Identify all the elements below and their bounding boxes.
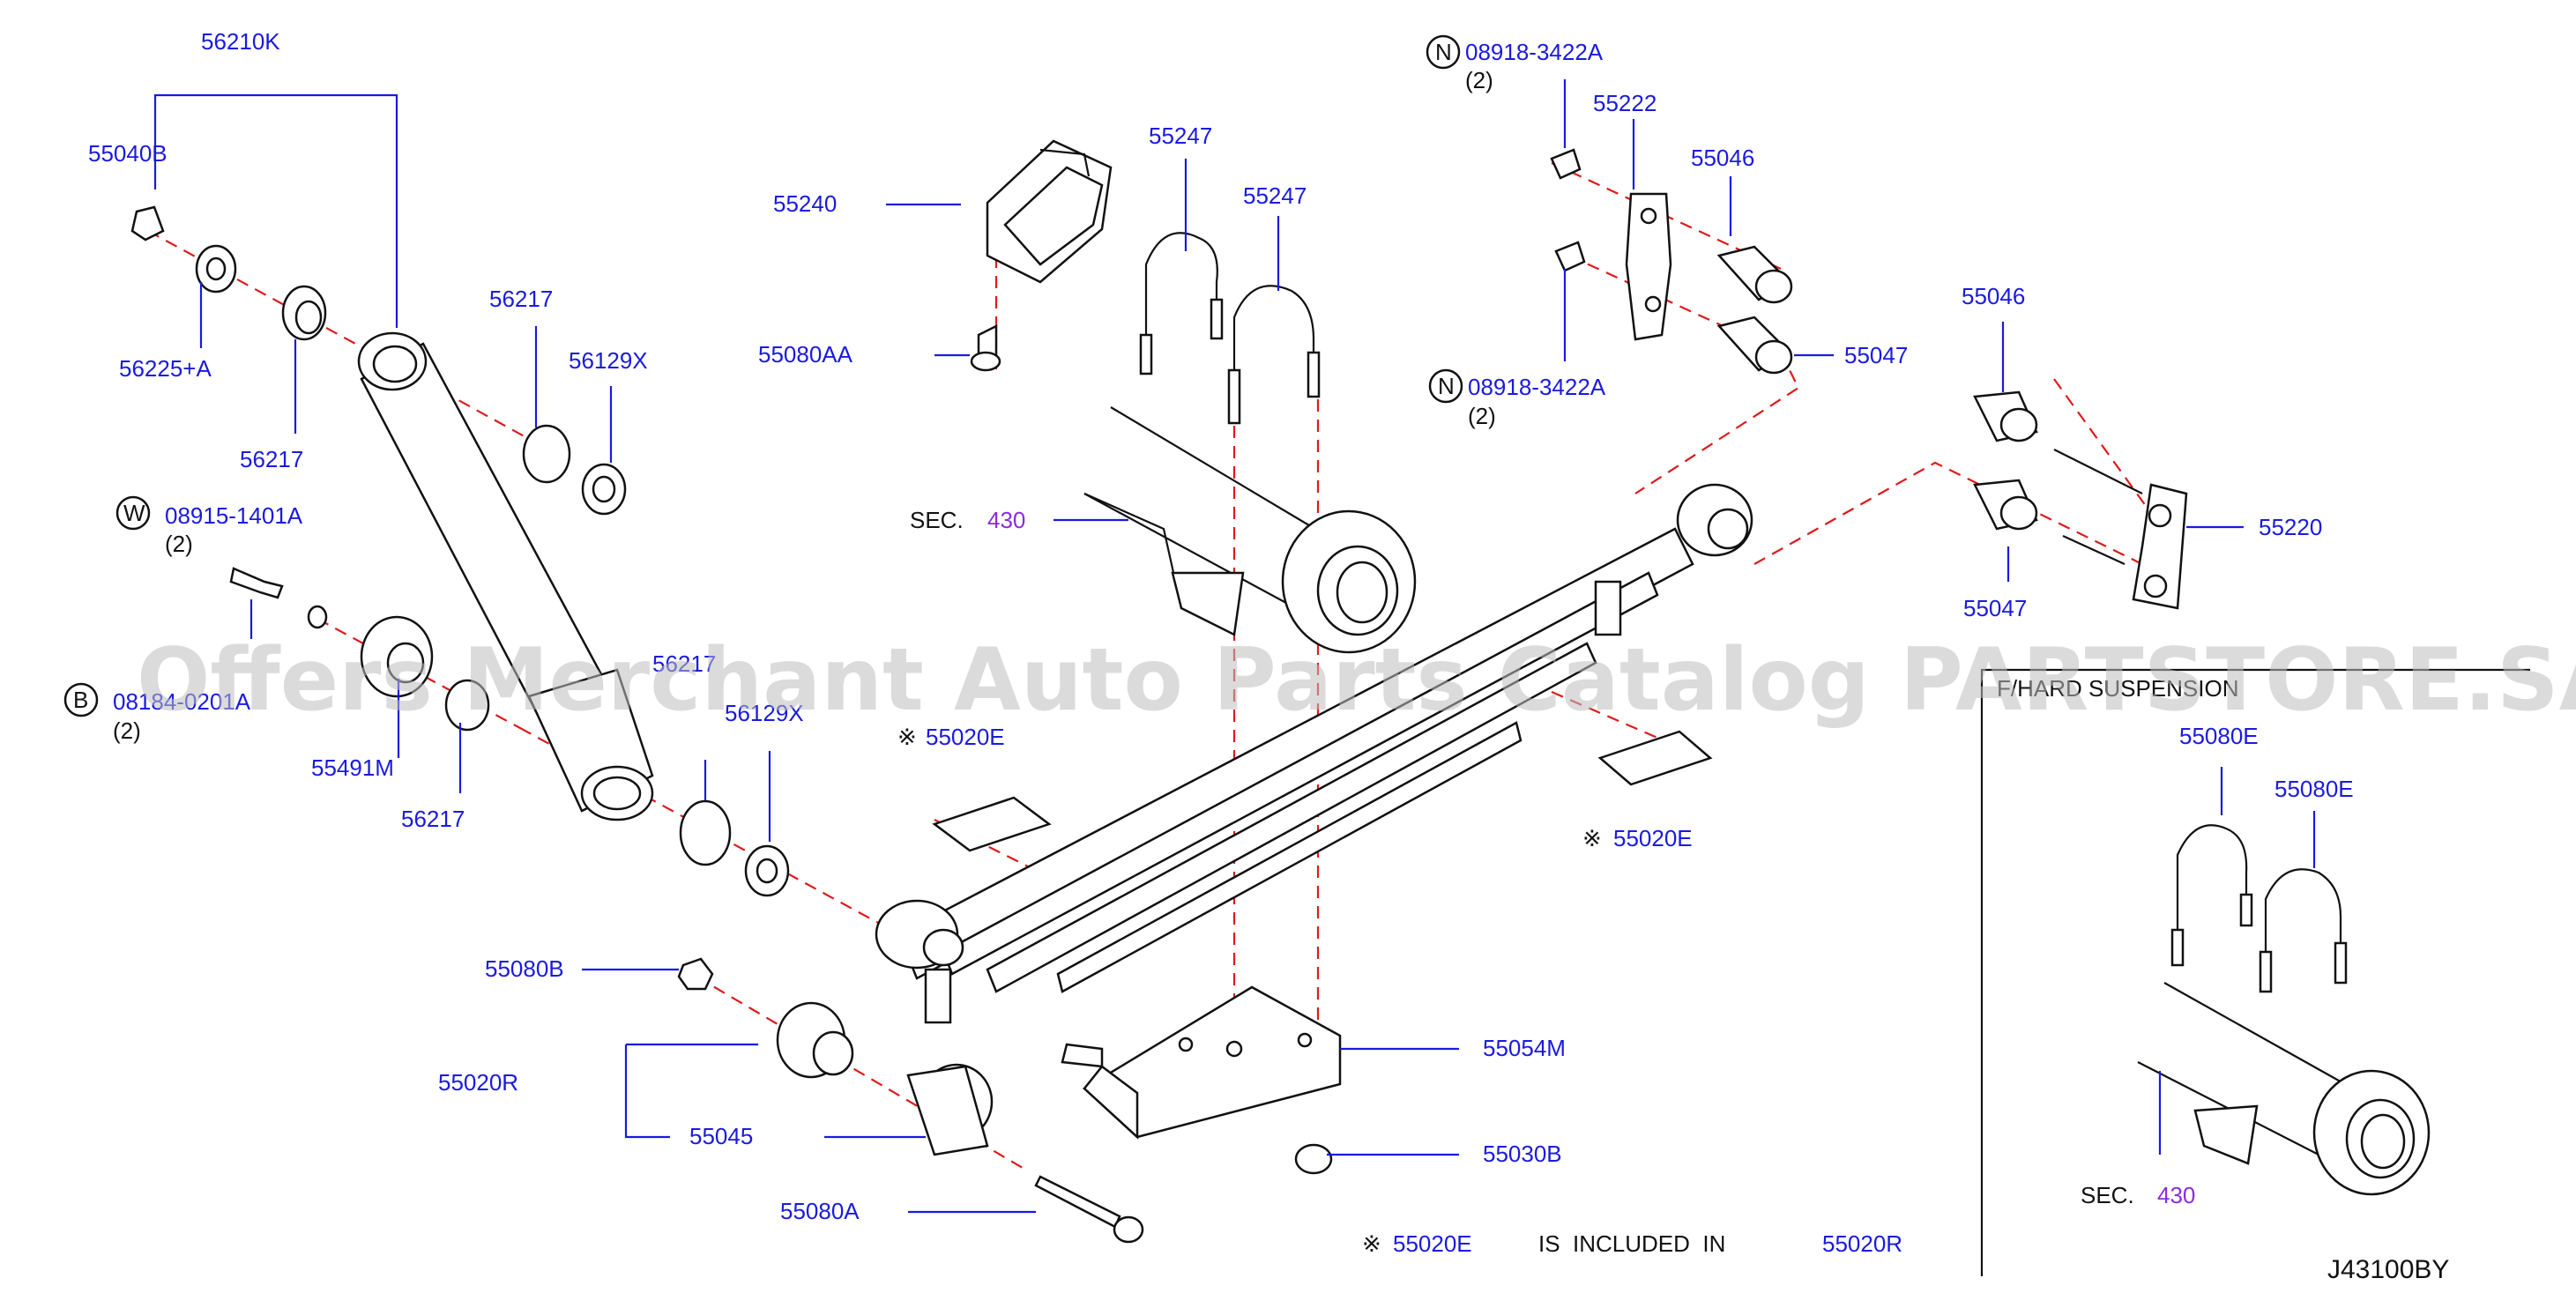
part-label-55491M[interactable]: 55491M bbox=[311, 754, 394, 781]
part-label-56129X-b[interactable]: 56129X bbox=[725, 700, 804, 726]
inset-section-label: SEC. bbox=[2081, 1182, 2134, 1208]
svg-text:W: W bbox=[123, 500, 145, 526]
part-label-56210K[interactable]: 56210K bbox=[201, 28, 280, 55]
section-ref-label: SEC. bbox=[910, 507, 964, 533]
circle-marker-n-bottom: N bbox=[1428, 368, 1463, 404]
part-label-55046-b[interactable]: 55046 bbox=[1962, 283, 2025, 309]
part-label-55240[interactable]: 55240 bbox=[773, 190, 837, 217]
qty-08915: (2) bbox=[165, 531, 193, 557]
note-mark-a: ※ bbox=[897, 724, 917, 750]
section-ref-430[interactable]: 430 bbox=[987, 507, 1025, 533]
upper-bushings[interactable] bbox=[130, 205, 627, 516]
part-label-55047-a[interactable]: 55047 bbox=[1844, 342, 1908, 368]
part-label-56217-a[interactable]: 56217 bbox=[240, 446, 303, 472]
footnote-text: IS INCLUDED IN bbox=[1538, 1230, 1725, 1257]
part-label-08918-top[interactable]: 08918-3422A bbox=[1465, 39, 1604, 65]
lower-mount-parts[interactable] bbox=[229, 567, 790, 897]
circle-marker-b: B bbox=[63, 682, 99, 717]
part-label-56225A[interactable]: 56225+A bbox=[119, 355, 212, 382]
leader-lines bbox=[153, 79, 2316, 1214]
part-label-55080E-a[interactable]: 55080E bbox=[2179, 723, 2259, 749]
spring-seat-plate[interactable] bbox=[1061, 985, 1342, 1175]
part-label-08918-bot[interactable]: 08918-3422A bbox=[1468, 374, 1606, 400]
part-label-08915-1401A[interactable]: 08915-1401A bbox=[165, 502, 303, 529]
part-label-55247-b[interactable]: 55247 bbox=[1243, 182, 1307, 209]
circle-marker-w: W bbox=[115, 495, 151, 531]
insulator-pads[interactable] bbox=[932, 730, 1713, 852]
footnote-mark: ※ bbox=[1362, 1230, 1381, 1257]
inset-axle bbox=[2137, 982, 2431, 1196]
part-label-55046-a[interactable]: 55046 bbox=[1691, 145, 1754, 171]
part-label-55080A[interactable]: 55080A bbox=[780, 1198, 860, 1224]
part-label-56129X-a[interactable]: 56129X bbox=[569, 347, 648, 374]
svg-text:N: N bbox=[1438, 373, 1455, 399]
qty-08918-top: (2) bbox=[1465, 67, 1493, 93]
inset-section-ref-430[interactable]: 430 bbox=[2157, 1182, 2195, 1208]
u-bolts[interactable] bbox=[1139, 232, 1321, 425]
part-label-55080AA[interactable]: 55080AA bbox=[758, 341, 853, 368]
part-label-55030B[interactable]: 55030B bbox=[1483, 1141, 1562, 1167]
bolt-55080AA[interactable] bbox=[970, 323, 1001, 372]
part-label-55222[interactable]: 55222 bbox=[1593, 90, 1657, 116]
inset-title: F/HARD SUSPENSION bbox=[1997, 675, 2239, 702]
shock-absorber[interactable] bbox=[357, 331, 654, 821]
part-label-55040B[interactable]: 55040B bbox=[88, 140, 168, 167]
bracket-55240[interactable] bbox=[986, 139, 1113, 284]
part-label-55020R[interactable]: 55020R bbox=[438, 1069, 518, 1096]
qty-08184: (2) bbox=[113, 717, 141, 744]
svg-text:B: B bbox=[73, 687, 88, 713]
footnote-target-55020R[interactable]: 55020R bbox=[1822, 1230, 1902, 1257]
part-label-56217-b[interactable]: 56217 bbox=[489, 286, 553, 312]
front-eye-hardware[interactable] bbox=[677, 957, 1144, 1244]
watermark: Offers Merchant Auto Parts Catalog PARTS… bbox=[137, 630, 2576, 731]
inset-u-bolts[interactable] bbox=[2170, 824, 2348, 993]
footnote-part-55020E[interactable]: 55020E bbox=[1393, 1230, 1472, 1257]
part-label-55020E-b[interactable]: 55020E bbox=[1613, 825, 1693, 851]
shackle-upper[interactable] bbox=[1550, 148, 1793, 375]
axle-housing bbox=[1083, 406, 1417, 654]
part-label-56217-c[interactable]: 56217 bbox=[652, 650, 716, 677]
svg-text:N: N bbox=[1435, 39, 1452, 65]
qty-08918-bot: (2) bbox=[1468, 403, 1496, 429]
part-label-55247-a[interactable]: 55247 bbox=[1149, 123, 1212, 149]
part-label-55054M[interactable]: 55054M bbox=[1483, 1035, 1566, 1061]
part-label-55080B[interactable]: 55080B bbox=[485, 955, 564, 982]
shackle-lower[interactable] bbox=[1973, 390, 2188, 610]
diagram-code: J43100BY bbox=[2327, 1255, 2449, 1284]
part-label-55080E-b[interactable]: 55080E bbox=[2274, 776, 2354, 802]
part-label-55045[interactable]: 55045 bbox=[689, 1123, 753, 1149]
inset-frame bbox=[1980, 668, 2530, 1276]
note-mark-b: ※ bbox=[1582, 825, 1602, 851]
part-label-56217-d[interactable]: 56217 bbox=[401, 806, 465, 832]
part-label-55020E-a[interactable]: 55020E bbox=[926, 724, 1005, 750]
part-label-55047-b[interactable]: 55047 bbox=[1963, 595, 2027, 621]
part-label-55220[interactable]: 55220 bbox=[2259, 514, 2322, 540]
leaf-spring[interactable] bbox=[776, 483, 1753, 1079]
part-label-08184-0201A[interactable]: 08184-0201A bbox=[113, 688, 251, 715]
circle-marker-n-top: N bbox=[1426, 34, 1461, 70]
